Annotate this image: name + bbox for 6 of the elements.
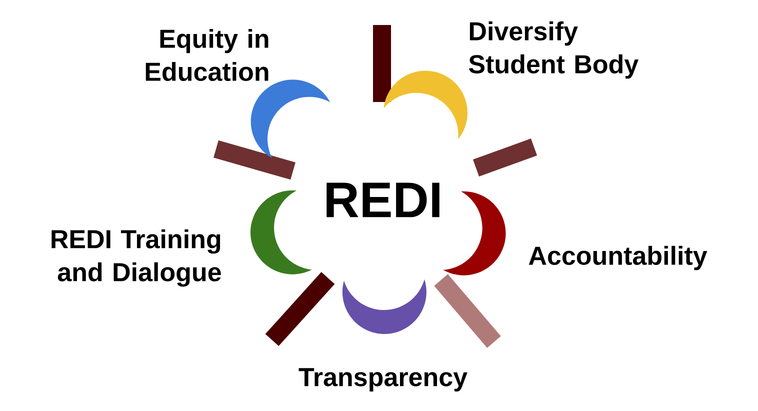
center-title: REDI [326, 182, 440, 218]
segment-label: REDI Training and Dialogue [52, 229, 221, 287]
segment-label: Equity in Education [146, 28, 268, 82]
segment-label: Transparency [298, 368, 468, 392]
segment-label: Diversify Student Body [468, 21, 638, 79]
segment-label: Accountability [528, 246, 708, 270]
